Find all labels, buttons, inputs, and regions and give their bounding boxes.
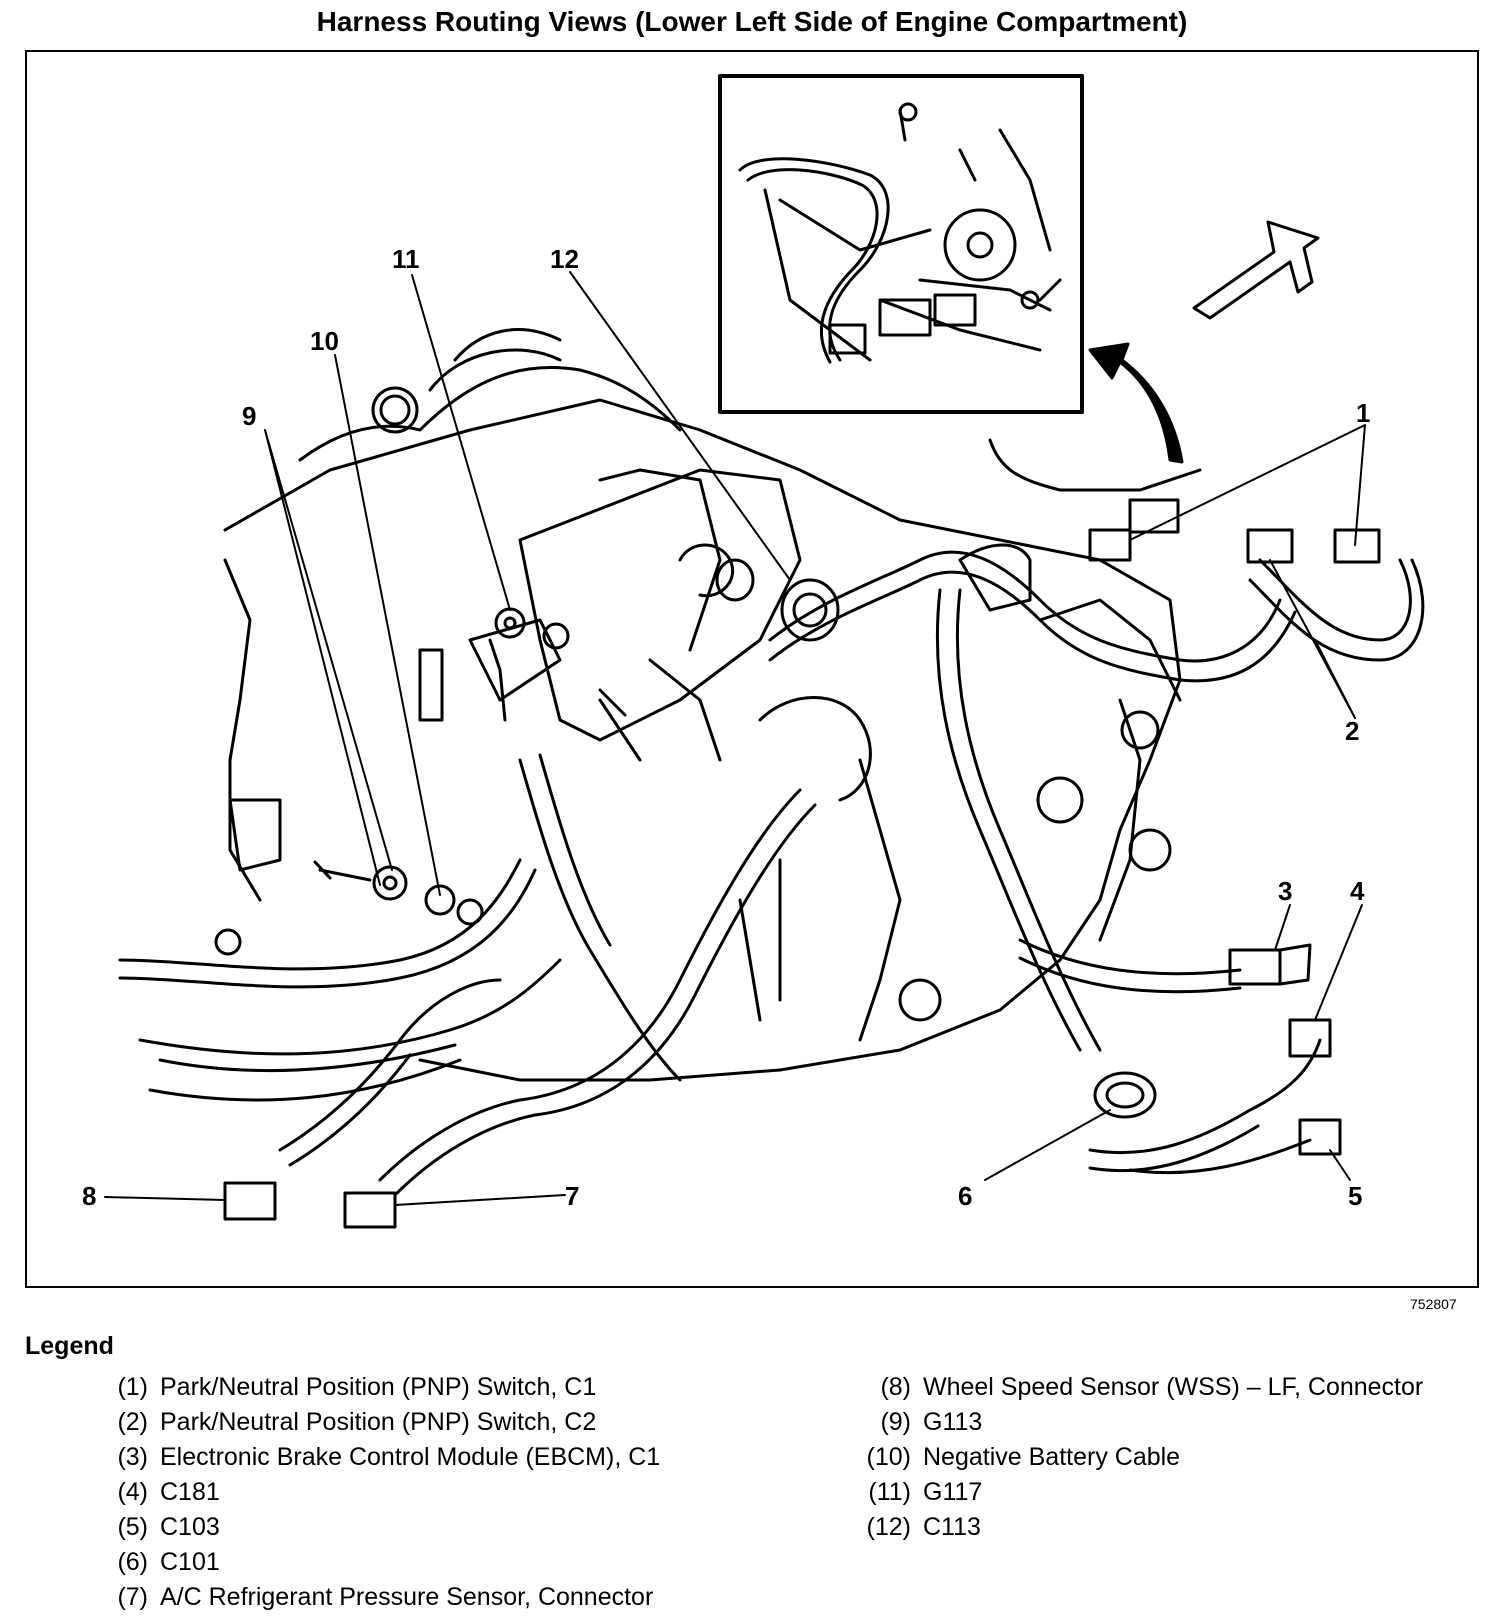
callout-2: 2 (1345, 716, 1359, 746)
callout-3: 3 (1278, 876, 1292, 906)
legend-item: (8) Wheel Speed Sensor (WSS) – LF, Connec… (835, 1370, 1475, 1405)
legend-item: (6) C101 (90, 1545, 780, 1580)
legend-text: Park/Neutral Position (PNP) Switch, C2 (160, 1408, 597, 1436)
legend-number: (6) (117, 1548, 148, 1576)
view-direction-arrow (1192, 220, 1320, 320)
diagram-title: Harness Routing Views (Lower Left Side o… (316, 6, 1188, 37)
callout-11: 11 (392, 244, 420, 274)
legend-text: C113 (923, 1513, 981, 1541)
legend-number: (4) (117, 1478, 148, 1506)
callout-7: 7 (565, 1181, 579, 1211)
callout-4: 4 (1350, 876, 1365, 906)
inset-reference-arrow (1088, 342, 1184, 464)
legend-number: (1) (117, 1373, 148, 1401)
legend-text: C101 (160, 1548, 220, 1576)
legend-number: (10) (866, 1443, 911, 1471)
diagram-frame (25, 50, 1479, 1288)
connector-c113 (780, 578, 840, 642)
connector-ac-sensor (343, 1191, 397, 1229)
ground-g113-nut (372, 865, 408, 901)
legend-text: Park/Neutral Position (PNP) Switch, C1 (160, 1373, 597, 1401)
legend-text: Wheel Speed Sensor (WSS) – LF, Connector (923, 1373, 1424, 1401)
connector-wss-lf (223, 1181, 277, 1221)
legend-number: (9) (880, 1408, 911, 1436)
legend-text: Negative Battery Cable (923, 1443, 1181, 1471)
connector-c101 (1093, 1071, 1157, 1119)
ground-g117-ring (494, 607, 526, 639)
callout-10: 10 (310, 326, 339, 356)
connector-c2-pnp (1246, 528, 1294, 564)
legend-item: (7) A/C Refrigerant Pressure Sensor, Conn… (90, 1580, 780, 1615)
legend-item: (3) Electronic Brake Control Module (EBCM… (90, 1440, 780, 1475)
legend-number: (3) (117, 1443, 148, 1471)
legend-item: (10) Negative Battery Cable (835, 1440, 1475, 1475)
transmission-body (223, 328, 1202, 1082)
legend-text: C103 (160, 1513, 220, 1541)
connector-c103 (1298, 1118, 1342, 1156)
legend-text: C181 (160, 1478, 220, 1506)
battery-cable-ring (424, 884, 456, 916)
harness-connectors (223, 498, 1381, 1229)
callout-labels: 1 2 3 4 5 6 7 8 9 10 11 12 (82, 244, 1370, 1211)
callout-12: 12 (550, 244, 579, 274)
callout-leaders (104, 271, 1366, 1206)
legend-right-column: (8) Wheel Speed Sensor (WSS) – LF, Connec… (835, 1370, 1475, 1545)
legend-item: (12) C113 (835, 1510, 1475, 1545)
engine-harness-illustration: 1 2 3 4 5 6 7 8 9 10 11 12 (82, 74, 1425, 1229)
wire-harness (118, 550, 1425, 1197)
legend-item: (1) Park/Neutral Position (PNP) Switch, C… (90, 1370, 780, 1405)
legend-left-column: (1) Park/Neutral Position (PNP) Switch, C… (90, 1370, 780, 1615)
ground-fasteners (214, 607, 627, 956)
legend-number: (11) (868, 1478, 911, 1506)
legend-number: (5) (117, 1513, 148, 1541)
callout-6: 6 (958, 1181, 972, 1211)
callout-1: 1 (1356, 398, 1370, 428)
callout-9: 9 (242, 401, 256, 431)
legend-text: Electronic Brake Control Module (EBCM), … (160, 1443, 661, 1471)
legend-item: (9) G113 (835, 1405, 1475, 1440)
legend-item: (4) C181 (90, 1475, 780, 1510)
legend-heading: Legend (25, 1332, 114, 1360)
legend-number: (7) (117, 1583, 148, 1611)
legend-text: G113 (923, 1408, 983, 1436)
legend-number: (8) (880, 1373, 911, 1401)
callout-5: 5 (1348, 1181, 1362, 1211)
legend-item: (11) G117 (835, 1475, 1475, 1510)
legend-number: (2) (117, 1408, 148, 1436)
figure-id: 752807 (1410, 1296, 1457, 1312)
callout-8: 8 (82, 1181, 96, 1211)
inset-detail-view (718, 74, 1084, 414)
connector-ebcm (1228, 948, 1282, 986)
legend-text: G117 (923, 1478, 983, 1506)
legend-number: (12) (866, 1513, 911, 1541)
legend-item: (2) Park/Neutral Position (PNP) Switch, C… (90, 1405, 780, 1440)
connector-c181 (1288, 1018, 1332, 1058)
legend-text: A/C Refrigerant Pressure Sensor, Connect… (160, 1583, 654, 1611)
legend-item: (5) C103 (90, 1510, 780, 1545)
